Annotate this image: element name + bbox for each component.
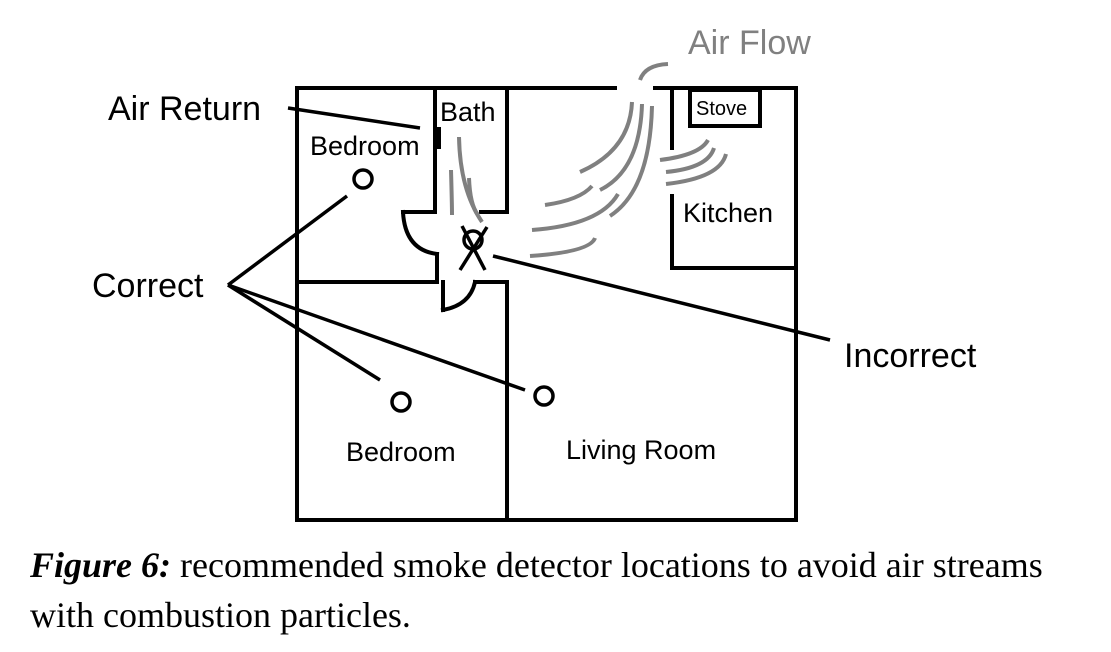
incorrect-detector	[458, 225, 489, 271]
room-living-room: Living Room	[566, 435, 716, 465]
door-arc	[440, 279, 478, 313]
correct-detector	[352, 168, 374, 190]
correct-detector	[390, 391, 412, 413]
air-flow-label: Air Flow	[688, 24, 811, 62]
correct-detector	[533, 385, 555, 407]
room-bedroom-upper: Bedroom	[310, 131, 420, 161]
incorrect-label: Incorrect	[844, 337, 977, 375]
room-stove: Stove	[696, 98, 747, 120]
figure-label: Figure 6:	[30, 545, 172, 585]
stove-box	[688, 88, 762, 128]
room-kitchen: Kitchen	[683, 198, 773, 228]
detectors	[352, 168, 555, 413]
door-arc	[400, 209, 440, 257]
figure-caption: Figure 6: recommended smoke detector loc…	[30, 540, 1100, 640]
pointer-lines	[226, 106, 831, 392]
air-return-vent	[436, 127, 441, 149]
room-bedroom-lower: Bedroom	[346, 437, 456, 467]
room-bath: Bath	[440, 97, 496, 127]
correct-label: Correct	[92, 267, 204, 305]
air-return-label: Air Return	[108, 90, 261, 128]
caption-text: recommended smoke detector locations to …	[30, 545, 1043, 635]
walls	[295, 86, 798, 522]
air-flow-streams	[449, 62, 728, 258]
